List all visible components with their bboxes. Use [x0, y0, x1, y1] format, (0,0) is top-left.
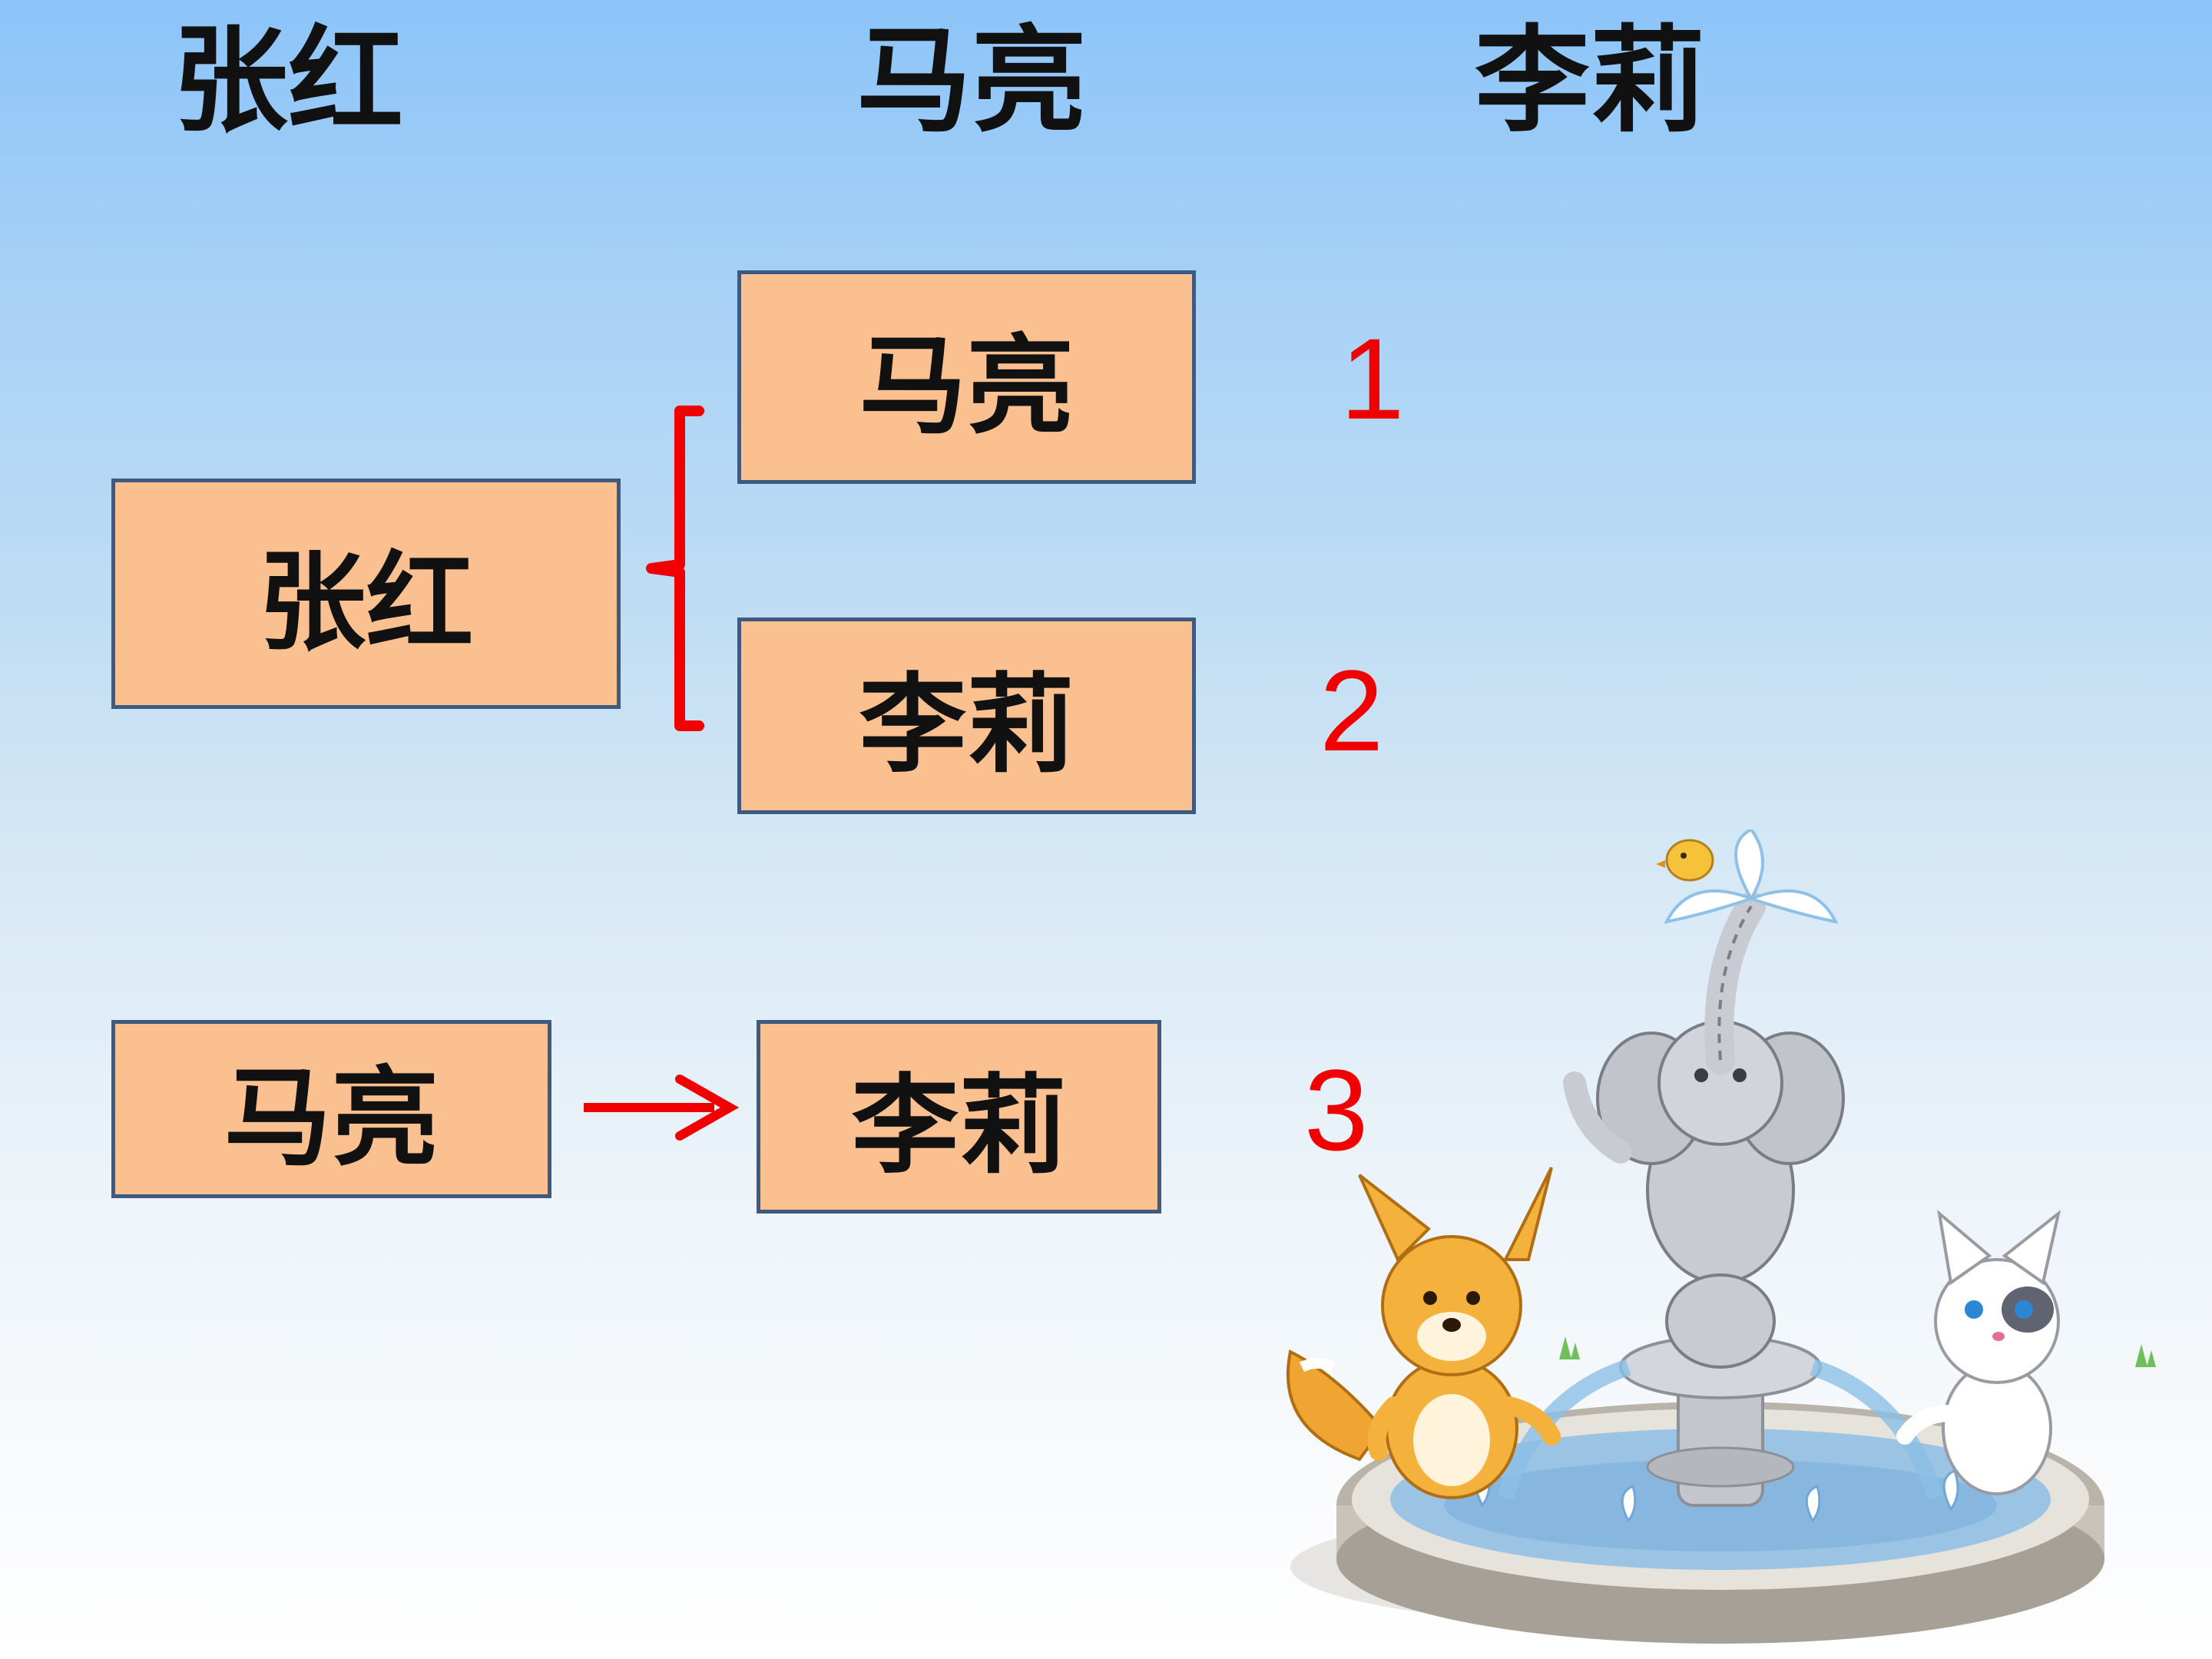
number-1: 1	[1340, 314, 1405, 443]
box-target-li-li-2: 李莉	[757, 1020, 1161, 1214]
number-2: 2	[1320, 646, 1384, 775]
brace-connector	[646, 406, 704, 731]
arrow-connector-head	[675, 1075, 740, 1141]
box-source-zhang-hong: 张红	[111, 478, 621, 709]
box-target-ma-liang: 马亮	[737, 270, 1196, 484]
chick-icon	[1656, 839, 1714, 882]
fox-icon	[1286, 1167, 1561, 1499]
box-source-ma-liang: 马亮	[111, 1020, 551, 1198]
header-name-ma-liang: 马亮	[856, 13, 1088, 148]
number-3: 3	[1304, 1045, 1369, 1174]
box-target-li-li: 李莉	[737, 618, 1196, 814]
header-name-zhang-hong: 张红	[173, 13, 404, 148]
elephant-icon	[1563, 892, 1845, 1369]
cat-icon	[1896, 1209, 2061, 1495]
header-name-li-li: 李莉	[1475, 13, 1706, 148]
fountain-illustration	[1286, 830, 2156, 1644]
